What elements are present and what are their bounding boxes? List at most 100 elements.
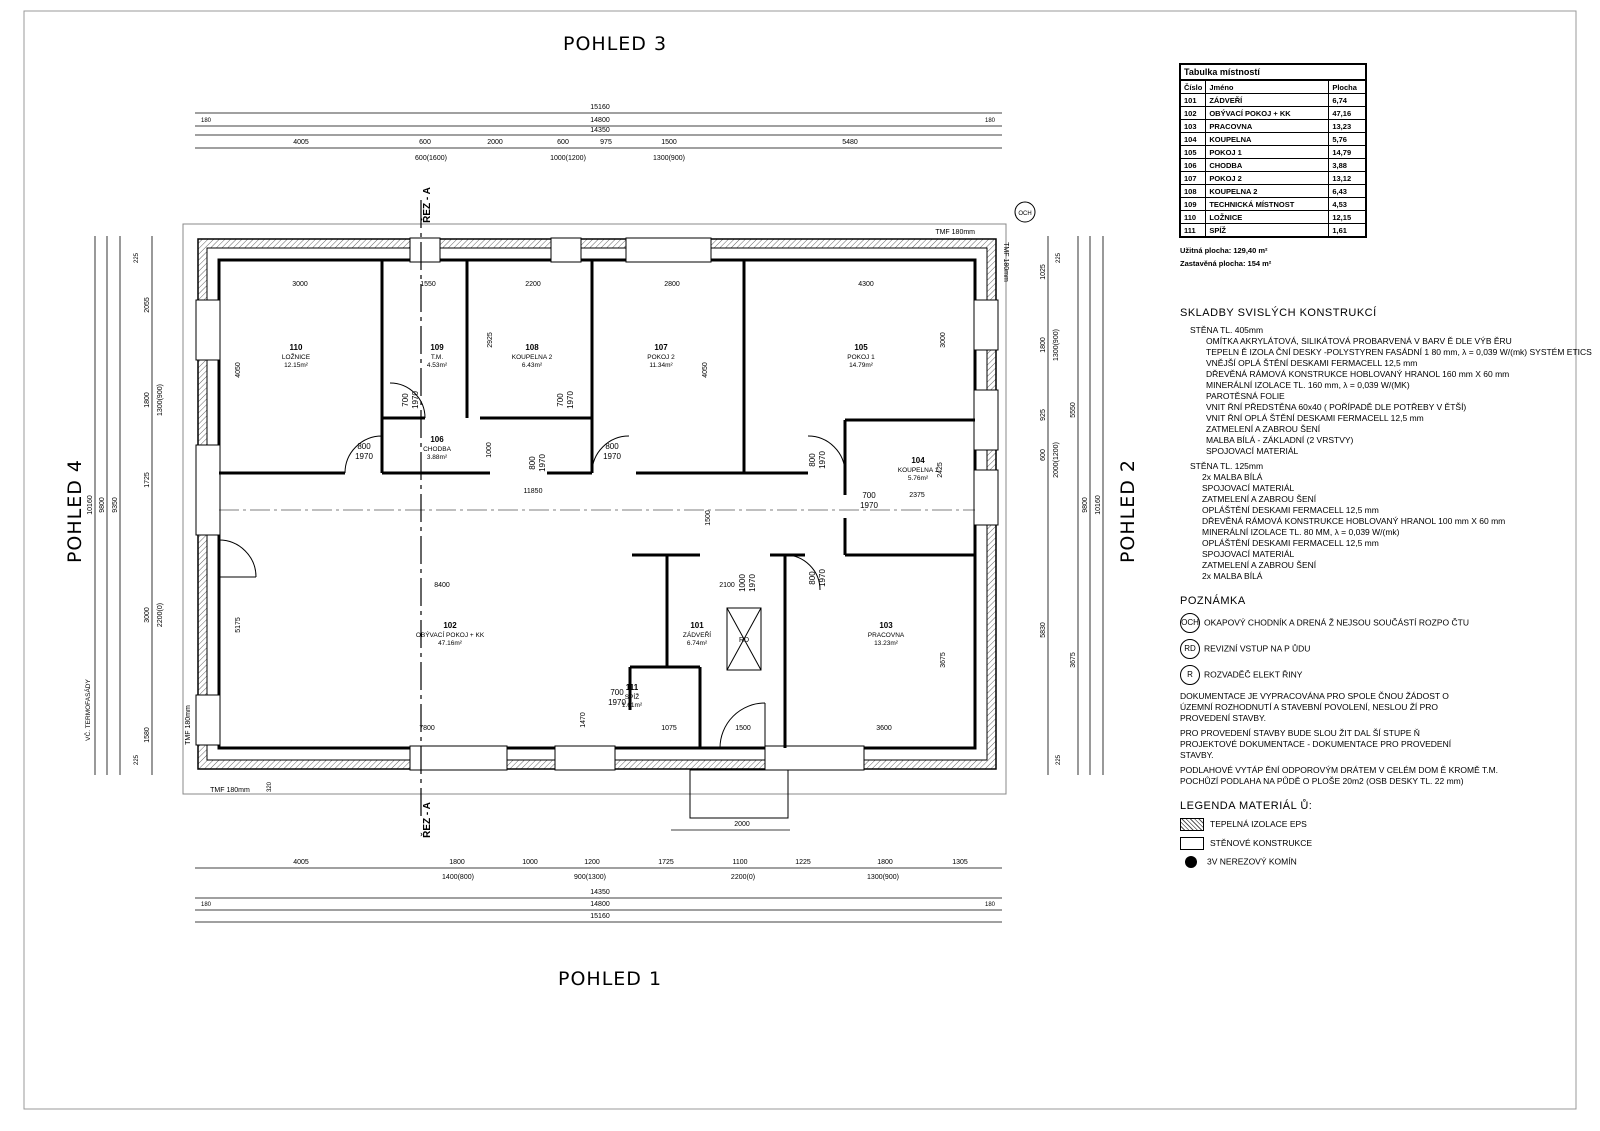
och-symbol: OCH — [1180, 613, 1200, 633]
table-cell: 5,76 — [1328, 132, 1367, 146]
dim-label: 2425 — [937, 462, 944, 478]
dim-label: 1800 — [877, 859, 893, 866]
table-cell: OBÝVACÍ POKOJ + KK — [1205, 106, 1330, 120]
room-number: 110 — [290, 343, 303, 352]
dim-label: 1550 — [420, 281, 436, 288]
wall-compositions-title: SKLADBY SVISLÝCH KONSTRUKCÍ — [1180, 307, 1377, 319]
wall1-line: MALBA BÍLÁ - ZÁKLADNÍ (2 VRSTVY) — [1206, 435, 1354, 445]
r-symbol: R — [1180, 665, 1200, 685]
room-table-header: Číslo — [1179, 79, 1207, 94]
dim-label: 2100 — [719, 582, 735, 589]
door-width: 800 — [808, 571, 817, 585]
dim-label: 1500 — [705, 510, 712, 526]
dim-label: 1725 — [658, 859, 674, 866]
table-cell: 111 — [1179, 223, 1207, 238]
dim-label: 180 — [985, 118, 996, 124]
dim-label: 4300 — [858, 281, 874, 288]
dim-label: 1000(1200) — [550, 155, 586, 162]
room-table-header: Plocha — [1328, 79, 1367, 94]
dim-label: 1580 — [144, 727, 151, 743]
och-note: OKAPOVÝ CHODNÍK A DRENÁ Ž NEJSOU SOUČÁST… — [1204, 617, 1469, 628]
wall1-line: ZATMELENÍ A ZABROU ŠENÍ — [1206, 424, 1321, 434]
dim-label: 320 — [267, 781, 273, 792]
table-cell: 110 — [1179, 210, 1207, 224]
room-name: PRACOVNA — [868, 632, 905, 639]
table-cell: 3,88 — [1328, 158, 1367, 172]
dim-label: 1000 — [522, 859, 538, 866]
dim-label: 3000 — [940, 332, 947, 348]
door-width: 700 — [610, 688, 624, 697]
table-cell: LOŽNICE — [1205, 210, 1330, 224]
table-cell: 13,23 — [1328, 119, 1367, 133]
entrance-step — [689, 769, 789, 819]
wall2-line: DŘEVĚNÁ RÁMOVÁ KONSTRUKCE HOBLOVANÝ HRAN… — [1202, 516, 1506, 526]
dim-label: 225 — [134, 252, 140, 263]
section-marker-top: ŘEZ - A — [420, 187, 433, 223]
room-name: LOŽNICE — [282, 352, 311, 361]
dimension-lines — [94, 112, 1104, 923]
table-cell: 12,15 — [1328, 210, 1367, 224]
wall1-line: PAROTĚSNÁ FOLIE — [1206, 391, 1285, 401]
table-cell: POKOJ 1 — [1205, 145, 1330, 159]
dim-label: 2000 — [734, 821, 750, 828]
room-number: 109 — [430, 343, 444, 352]
table-cell: KOUPELNA — [1205, 132, 1330, 146]
dim-label: 8400 — [434, 582, 450, 589]
room-area: 14.79m² — [849, 362, 874, 369]
table-cell: CHODBA — [1205, 158, 1330, 172]
dim-label: 5830 — [1040, 622, 1047, 638]
rd-symbol: RD — [1180, 639, 1200, 659]
dim-label: 2000 — [487, 139, 503, 146]
dim-label: 180 — [985, 902, 996, 908]
table-cell: PRACOVNA — [1205, 119, 1330, 133]
wall1-line: VNIT ŘNÍ OPLÁ ŠTĚNÍ DESKAMI FERMACELL 12… — [1206, 413, 1424, 423]
dim-label: 2800 — [664, 281, 680, 288]
dim-label: 2055 — [144, 297, 151, 313]
room-name: ZÁDVEŘÍ — [683, 630, 711, 639]
dim-label: 3000 — [144, 607, 151, 623]
dim-label: 1225 — [795, 859, 811, 866]
wall1-line: DŘEVĚNÁ RÁMOVÁ KONSTRUKCE HOBLOVANÝ HRAN… — [1206, 369, 1510, 379]
dim-label: 9350 — [112, 497, 119, 513]
wall1-title: STĚNA TL. 405mm — [1190, 325, 1264, 335]
dim-label: 4050 — [702, 362, 709, 378]
dim-label: 225 — [134, 754, 140, 765]
dim-label: 600 — [419, 139, 431, 146]
wall2-line: ZATMELENÍ A ZABROU ŠENÍ — [1202, 560, 1317, 570]
p1-line: ÚZEMNÍ ROZHODNUTÍ A STAVEBNÍ POVOLENÍ, N… — [1180, 702, 1439, 712]
door-width: 800 — [528, 456, 537, 470]
p2-line: PROJEKTOVÉ DOKUMENTACE - DOKUMENTACE PRO… — [1180, 739, 1452, 749]
dim-label: 4005 — [293, 139, 309, 146]
wall2-line: SPOJOVACÍ MATERIÁL — [1202, 483, 1295, 493]
dim-label: 9800 — [99, 497, 106, 513]
legend-item: TEPELNÁ IZOLACE EPS — [1210, 818, 1307, 829]
wall2-line: 2x MALBA BÍLÁ — [1202, 571, 1263, 581]
dim-label: 1800 — [144, 392, 151, 408]
legend-item: 3V NEREZOVÝ KOMÍN — [1207, 856, 1297, 867]
table-cell: ZÁDVEŘÍ — [1205, 93, 1330, 107]
door-width: 800 — [605, 442, 619, 451]
door-width: 700 — [556, 393, 565, 407]
dim-label: 4050 — [235, 362, 242, 378]
dim-label: 2925 — [487, 332, 494, 348]
dim-label: 1305 — [952, 859, 968, 866]
legend-title: LEGENDA MATERIÁL Ů: — [1180, 800, 1313, 812]
view-label-bottom: POHLED 1 — [558, 968, 663, 990]
dim-label: 3000 — [292, 281, 308, 288]
useful-area: Užitná plocha: 129,40 m² — [1180, 246, 1268, 255]
p2-line: STAVBY. — [1180, 750, 1214, 760]
door-width: 700 — [862, 491, 876, 500]
room-table-title: Tabulka místností — [1179, 63, 1368, 79]
table-cell: 6,74 — [1328, 93, 1367, 107]
table-cell: 101 — [1179, 93, 1207, 107]
tmf-label: TMF 180mm — [1002, 242, 1009, 282]
wall2-line: OPLÁŠTĚNÍ DESKAMI FERMACELL 12,5 mm — [1202, 538, 1379, 548]
dim-label: 900(1300) — [574, 874, 606, 881]
tmf-label: TMF 180mm — [185, 705, 192, 745]
